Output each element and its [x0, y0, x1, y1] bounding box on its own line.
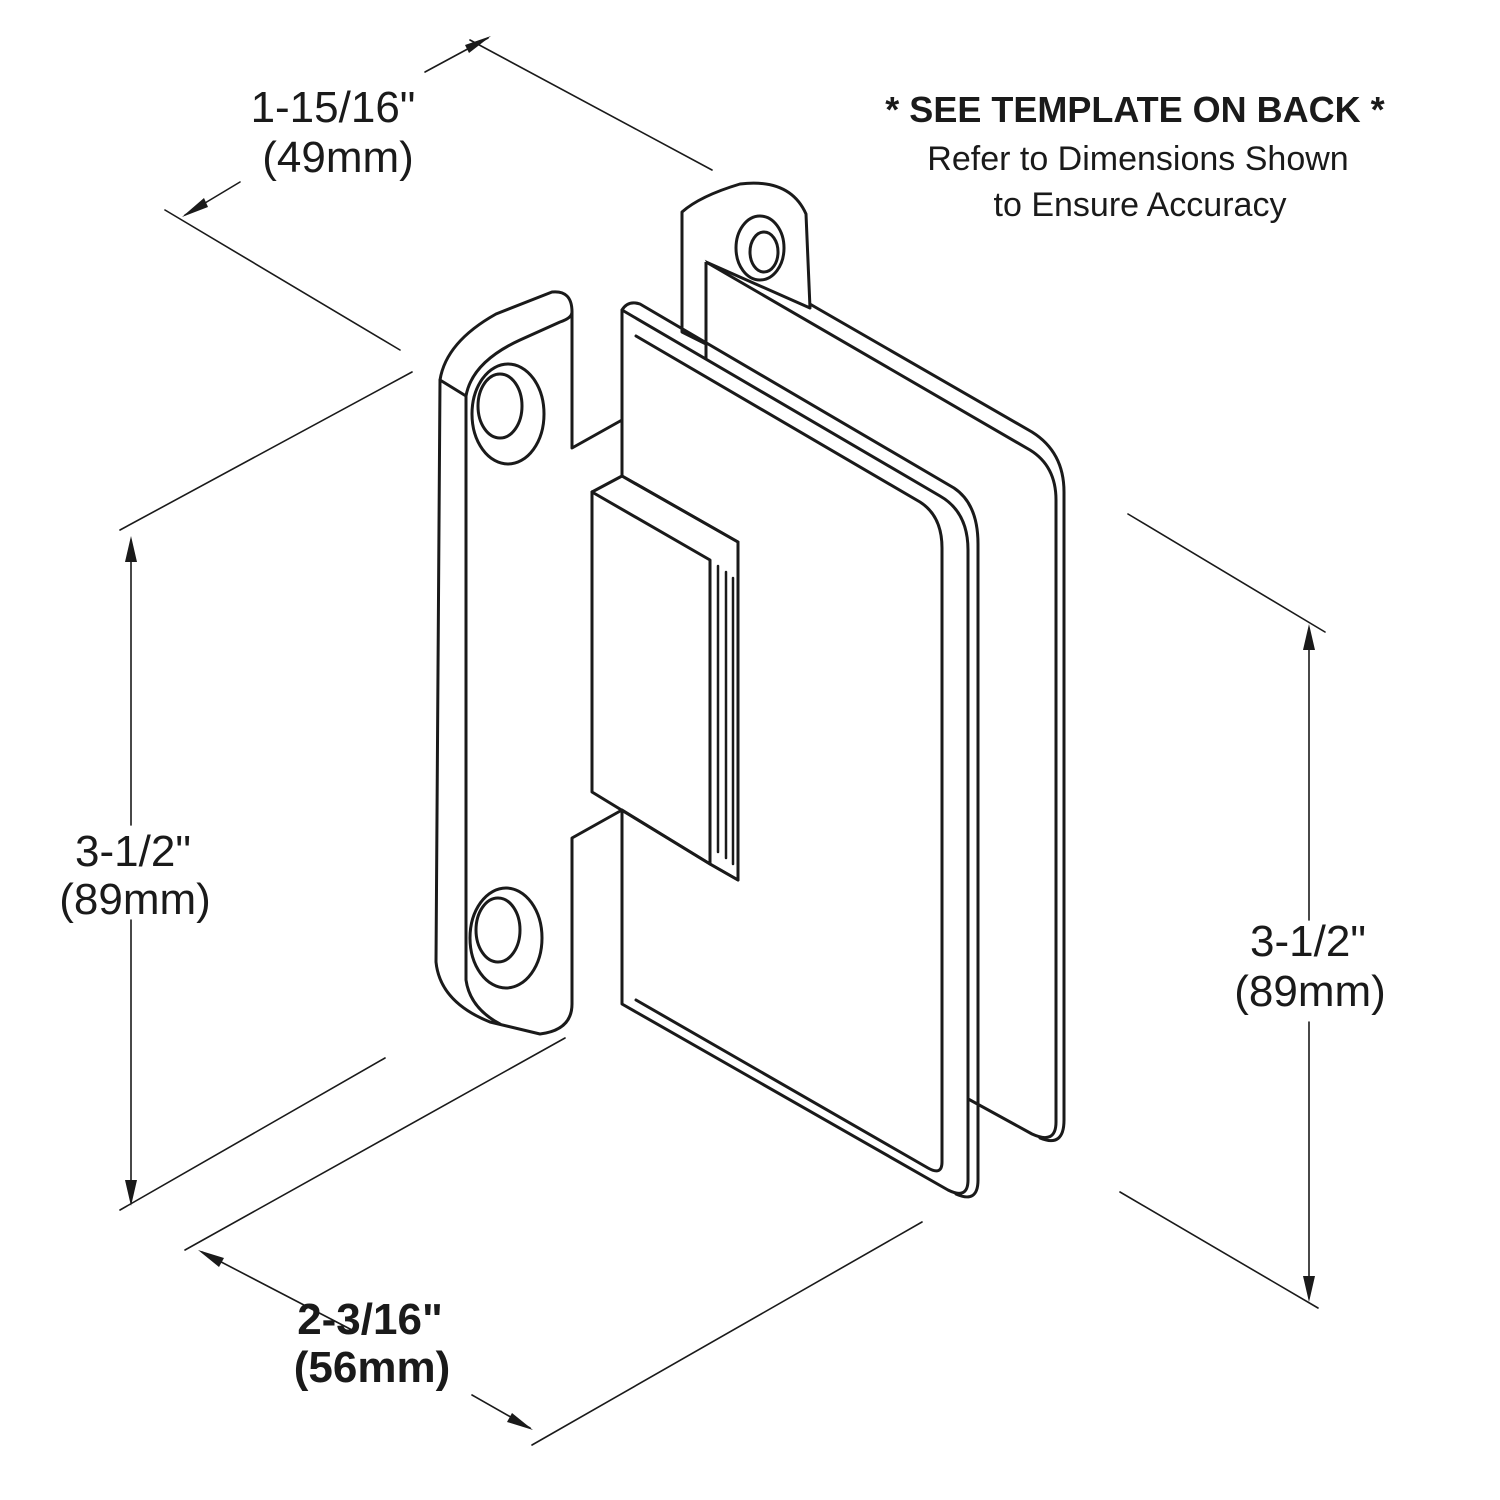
top-depth-arrow-right	[465, 36, 491, 53]
top-depth-extension-line-right	[469, 39, 713, 171]
front-clamp-plate-inner-border	[634, 334, 944, 1173]
front-clamp-plate-top-bevel	[620, 301, 980, 1199]
bottom-width-metric: (56mm)	[294, 1343, 451, 1392]
right-height-imperial: 3-1/2"	[1250, 917, 1366, 966]
top-depth-imperial: 1-15/16"	[251, 83, 416, 132]
hinge-knuckle	[590, 474, 740, 882]
hinge-knuckle-top	[620, 474, 740, 544]
wall-plate-top-hole-inner	[476, 372, 524, 440]
wall-plate-bottom-hole-inner	[474, 896, 522, 964]
back-mount-hole-inner	[748, 230, 780, 274]
top-depth-dimension: 1-15/16" (49mm)	[164, 36, 713, 351]
hinge-illustration	[434, 181, 1066, 1199]
right-height-arrow-bottom	[1303, 1276, 1315, 1302]
back-mount-tab-face	[680, 212, 708, 346]
top-depth-metric: (49mm)	[262, 133, 414, 182]
note-title: * SEE TEMPLATE ON BACK *	[885, 89, 1384, 130]
bottom-width-arrow-left	[198, 1250, 224, 1267]
top-depth-extension-line-left	[164, 209, 401, 351]
wall-mount-plate-side	[438, 378, 502, 1026]
bottom-width-extension-line-left	[184, 1037, 566, 1251]
left-height-extension-line-bottom	[119, 1057, 386, 1211]
left-height-arrow-bottom	[125, 1180, 137, 1206]
left-height-extension-line-top	[119, 371, 413, 531]
left-height-arrow-top	[125, 536, 137, 562]
right-height-extension-line-top	[1127, 513, 1326, 633]
bottom-width-imperial: 2-3/16"	[297, 1295, 443, 1344]
left-height-imperial: 3-1/2"	[75, 827, 191, 876]
bottom-width-arrow-right	[507, 1413, 533, 1430]
template-note: * SEE TEMPLATE ON BACK * Refer to Dimens…	[885, 89, 1384, 224]
hinge-knuckle-front	[590, 490, 712, 866]
bottom-width-dim-line-left	[201, 1251, 353, 1331]
note-line-1: Refer to Dimensions Shown	[927, 140, 1348, 178]
bottom-width-dimension: 2-3/16" (56mm)	[184, 1037, 923, 1446]
top-depth-arrow-left	[182, 198, 208, 217]
back-mount-hole	[734, 214, 786, 282]
right-height-dimension: 3-1/2" (89mm)	[1119, 513, 1386, 1309]
bottom-width-extension-line-right	[531, 1221, 923, 1446]
wall-plate-bottom-hole	[468, 886, 544, 990]
hinge-knuckle-lower-step	[620, 808, 740, 882]
right-height-arrow-top	[1303, 624, 1315, 650]
note-line-2: to Ensure Accuracy	[994, 186, 1287, 224]
wall-plate-top-hole	[470, 362, 546, 466]
left-height-dimension: 3-1/2" (89mm)	[59, 371, 413, 1211]
right-height-extension-line-bottom	[1119, 1191, 1319, 1309]
right-height-metric: (89mm)	[1234, 967, 1386, 1016]
wall-mount-plate-top-edge	[464, 310, 574, 398]
left-height-metric: (89mm)	[59, 875, 211, 924]
